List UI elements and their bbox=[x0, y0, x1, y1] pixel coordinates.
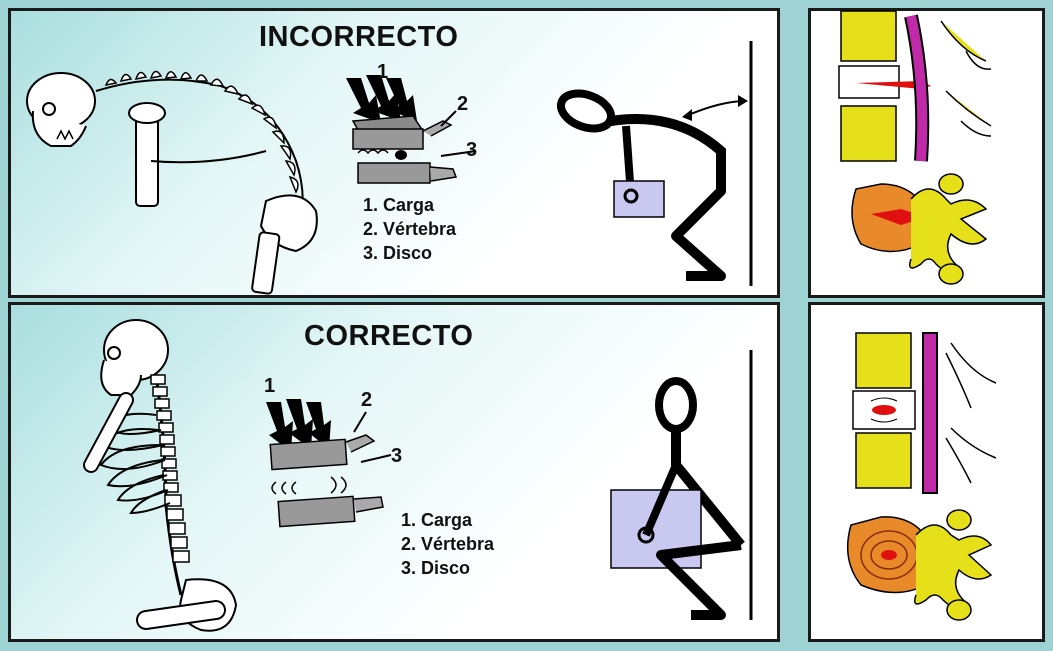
incorrect-legend: 1. Carga 2. Vértebra 3. Disco bbox=[363, 193, 456, 265]
correct-panel: CORRECTO bbox=[8, 302, 780, 642]
normal-vertebrae-illustration bbox=[269, 434, 384, 528]
healthy-disc-side-view bbox=[852, 332, 997, 494]
marker-vertebra-correct: 2 bbox=[361, 389, 373, 411]
load-arrows-icon-correct bbox=[266, 399, 331, 452]
legend-item-load-correct: 1. Carga bbox=[401, 510, 473, 530]
marker-disc: 3 bbox=[466, 139, 478, 161]
herniated-disc-side-view bbox=[838, 10, 992, 162]
incorrect-title: INCORRECTO bbox=[259, 21, 459, 53]
healthy-disc-panel bbox=[808, 302, 1045, 642]
pointer-arrows bbox=[440, 110, 477, 157]
marker-disc-correct: 3 bbox=[391, 445, 403, 467]
correct-title: CORRECTO bbox=[304, 320, 474, 352]
legend-item-disc: 3. Disco bbox=[363, 243, 433, 263]
squatting-stick-figure bbox=[610, 350, 753, 620]
load-arrows-icon bbox=[346, 75, 417, 123]
legend-item-vertebra: 2. Vértebra bbox=[363, 219, 457, 239]
marker-load-correct: 1 bbox=[264, 375, 276, 397]
legend-item-vertebra-correct: 2. Vértebra bbox=[401, 534, 495, 554]
legend-item-disc-correct: 3. Disco bbox=[401, 558, 471, 578]
bending-stick-figure bbox=[556, 41, 753, 286]
herniated-disc-top-view bbox=[851, 173, 988, 285]
upright-skeleton-illustration bbox=[83, 319, 238, 632]
incorrect-panel: INCORRECTO bbox=[8, 8, 780, 298]
healthy-disc-top-view bbox=[846, 509, 993, 621]
pointer-arrows-correct bbox=[353, 411, 392, 463]
legend-item-load: 1. Carga bbox=[363, 195, 435, 215]
bent-skeleton-illustration bbox=[26, 70, 318, 295]
marker-vertebra: 2 bbox=[457, 93, 469, 115]
marker-load: 1 bbox=[377, 61, 389, 83]
correct-legend: 1. Carga 2. Vértebra 3. Disco bbox=[401, 508, 494, 580]
compressed-vertebrae-illustration bbox=[351, 115, 458, 184]
disc-herniation-panel bbox=[808, 8, 1045, 298]
